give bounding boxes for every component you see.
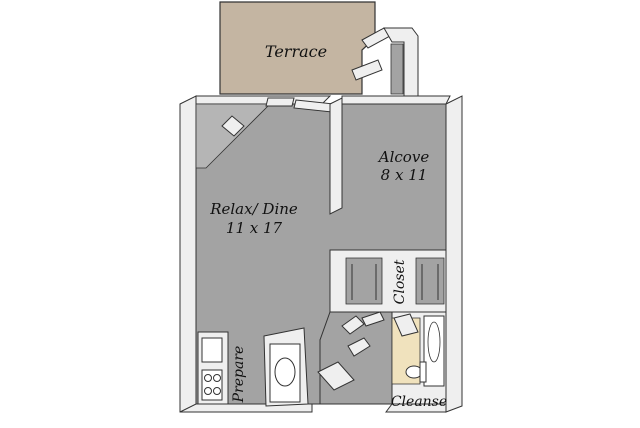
door-3 — [317, 361, 355, 391]
hallway — [317, 311, 393, 405]
bay-window-sill — [221, 115, 245, 137]
terrace-storage-inner — [390, 43, 404, 95]
refrigerator-body — [269, 343, 301, 403]
door-4 — [361, 311, 385, 327]
terrace-door-panel — [351, 59, 383, 81]
stove-burner-3 — [204, 387, 212, 395]
bath-door — [393, 313, 419, 337]
bay-window-shelf — [195, 103, 271, 169]
bathroom — [391, 311, 447, 405]
bathtub-basin — [427, 321, 441, 363]
door-1 — [341, 315, 365, 335]
alcove-label: Alcove — [377, 148, 430, 166]
stove — [201, 369, 223, 401]
closet-label: Closet — [392, 259, 408, 304]
toilet-tank — [419, 361, 427, 383]
closet-left — [345, 257, 383, 305]
closet-right — [415, 257, 445, 305]
terrace — [219, 1, 419, 97]
sink — [201, 337, 223, 363]
left-wall — [179, 95, 197, 413]
kitchen — [197, 327, 309, 407]
stove-burner-2 — [213, 374, 221, 382]
cleanse-label: Cleanse — [391, 394, 447, 410]
right-wall — [445, 95, 463, 413]
stove-burner-1 — [204, 374, 212, 382]
prepare-label: Prepare — [231, 346, 247, 404]
stove-burner-4 — [213, 387, 221, 395]
terrace-label: Terrace — [265, 42, 327, 61]
refrigerator-handle — [274, 357, 296, 387]
alcove-dimensions: 8 x 11 — [381, 166, 428, 184]
relax-dine-dimensions: 11 x 17 — [226, 219, 283, 237]
top-wall-right — [341, 95, 451, 105]
alcove-divider-wall — [329, 97, 343, 215]
window-top-1 — [265, 97, 295, 107]
relax-dine-label: Relax/ Dine — [209, 200, 298, 218]
terrace-floor — [219, 1, 376, 95]
door-2 — [347, 337, 371, 357]
closet-block — [329, 249, 447, 313]
